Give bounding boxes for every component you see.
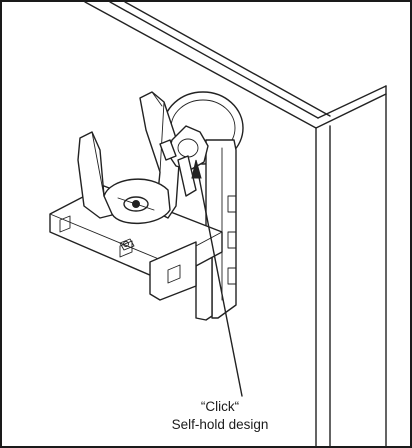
right-prong (139, 91, 181, 219)
cradle-bowl (103, 178, 171, 225)
door-panel (84, 1, 387, 447)
click-label: “Click“ (150, 398, 290, 415)
self-hold-design-label: Self-hold design (150, 416, 290, 433)
click-latch (159, 125, 209, 197)
leader-line (197, 171, 243, 397)
